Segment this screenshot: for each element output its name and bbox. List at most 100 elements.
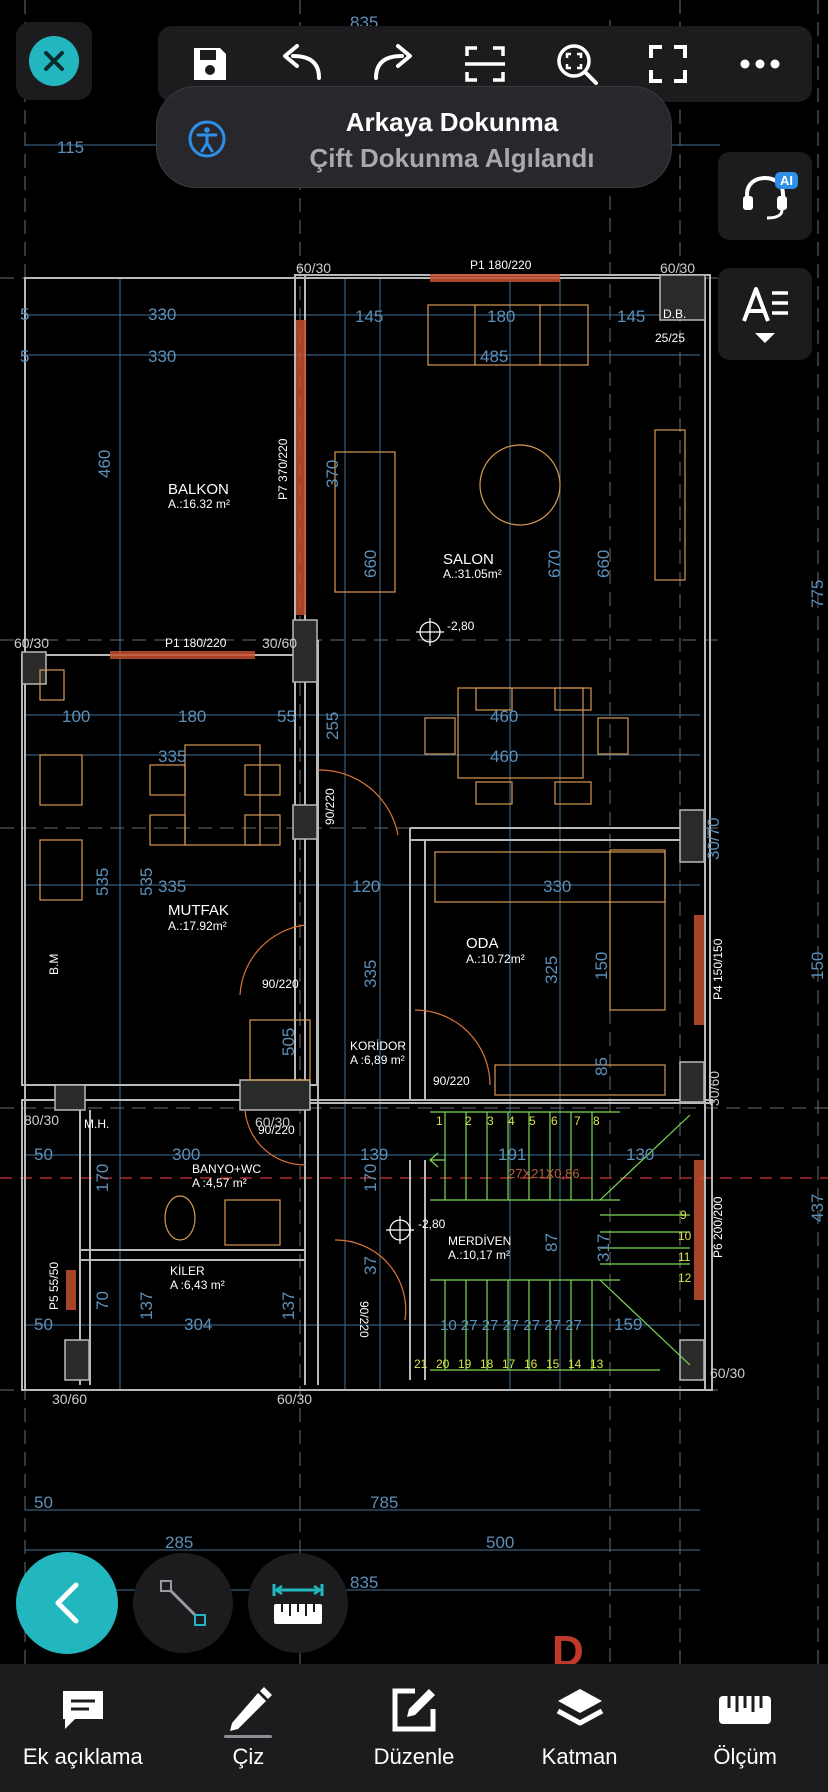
room-area-mutfak: A.:17.92m²	[168, 919, 227, 933]
step-number: 2	[465, 1114, 472, 1128]
tab-layers[interactable]: Katman	[500, 1680, 660, 1792]
room-name-banyo: BANYO+WC	[192, 1162, 261, 1176]
dim-text: 535	[137, 868, 156, 896]
dim-text: 30/60	[706, 1071, 722, 1106]
room-name-mutfak: MUTFAK	[168, 902, 229, 919]
dim-text: 535	[93, 868, 112, 896]
step-number: 19	[458, 1357, 472, 1371]
dim-text: 255	[323, 712, 342, 740]
room-area-banyo: A :4,57 m²	[192, 1176, 247, 1190]
more-button[interactable]	[725, 29, 795, 99]
dim-text: 285	[165, 1533, 193, 1552]
label-door-banyo: 90/220	[258, 1123, 295, 1137]
step-number: 18	[480, 1357, 494, 1371]
dimension-labels: 835 115 330 330 5 5 460 60/30 60/30 60/3…	[14, 13, 827, 1592]
dim-text: 660	[594, 550, 613, 578]
back-tap-toast: Arkaya Dokunma Çift Dokunma Algılandı	[156, 86, 672, 188]
room-name-oda: ODA	[466, 935, 499, 952]
dim-text: 180	[487, 307, 515, 326]
tab-draw[interactable]: Çiz	[168, 1680, 328, 1792]
dim-text: 145	[617, 307, 645, 326]
text-style-button[interactable]	[718, 268, 812, 360]
redo-button[interactable]	[358, 29, 428, 99]
dim-text: 130	[626, 1145, 654, 1164]
tab-annotation[interactable]: Ek açıklama	[3, 1680, 163, 1792]
room-area-balkon: A.:16.32 m²	[168, 497, 230, 511]
measure-tool-icon	[272, 1584, 324, 1624]
dim-text: 150	[808, 952, 827, 980]
dim-text: 70	[93, 1291, 112, 1310]
dim-text: 300	[172, 1145, 200, 1164]
dim-text: 139	[360, 1145, 388, 1164]
dim-text: 80/30	[24, 1112, 59, 1128]
dim-text: 60/30	[296, 260, 331, 276]
label-p1-top: P1 180/220	[470, 258, 532, 272]
tab-measure[interactable]: Ölçüm	[665, 1680, 825, 1792]
label-level-1: -2,80	[447, 619, 475, 633]
step-number: 6	[551, 1114, 558, 1128]
dim-text: 159	[614, 1315, 642, 1334]
back-button[interactable]	[16, 1552, 118, 1654]
furniture	[39, 304, 686, 1246]
step-number: 15	[546, 1357, 560, 1371]
room-name-salon: SALON	[443, 551, 494, 568]
label-p6: P6 200/200	[711, 1196, 725, 1258]
step-number: 11	[678, 1250, 691, 1264]
dim-text: 460	[95, 450, 114, 478]
bottom-tab-bar: Ek açıklama Çiz Düzenle Katman	[0, 1664, 828, 1792]
dim-text: 485	[480, 347, 508, 366]
dim-text: 335	[158, 877, 186, 896]
label-door-oda: 90/220	[433, 1074, 470, 1088]
undo-icon	[282, 44, 321, 80]
dim-text: 785	[370, 1493, 398, 1512]
doors	[239, 769, 491, 1321]
step-number: 9	[680, 1208, 687, 1222]
fullscreen-button[interactable]	[633, 29, 703, 99]
close-button[interactable]	[16, 22, 92, 100]
dim-text: 30/70	[704, 817, 723, 860]
dim-text: 460	[490, 747, 518, 766]
label-bm: B.M	[47, 954, 61, 975]
draw-underline	[224, 1735, 273, 1738]
layers-icon	[554, 1680, 606, 1740]
tab-label: Düzenle	[373, 1744, 455, 1769]
dim-text: 317	[594, 1234, 613, 1262]
step-number: 4	[508, 1114, 515, 1128]
dim-text: 10 27 27 27 27 27 27	[440, 1317, 582, 1334]
close-icon	[29, 36, 79, 86]
line-tool-button[interactable]	[133, 1553, 233, 1653]
dim-text: 660	[361, 550, 380, 578]
dim-text: 335	[361, 960, 380, 988]
tab-edit[interactable]: Düzenle	[334, 1680, 494, 1792]
tab-label: Ek açıklama	[22, 1744, 143, 1769]
dim-text: 60/30	[710, 1365, 745, 1381]
tab-label: Çiz	[232, 1744, 265, 1769]
dim-text: 120	[352, 877, 380, 896]
step-number: 7	[574, 1114, 581, 1128]
dim-text: 5	[20, 347, 29, 366]
dim-text: 180	[178, 707, 206, 726]
dim-text: 85	[592, 1057, 611, 1076]
dim-text: 835	[350, 1573, 378, 1592]
measure-tool-button[interactable]	[248, 1553, 348, 1653]
dim-text: 30/60	[52, 1391, 87, 1407]
toast-title: Arkaya Dokunma	[345, 107, 559, 137]
dim-text: 191	[498, 1145, 526, 1164]
zoom-fit-button[interactable]	[542, 29, 612, 99]
dim-text: 87	[542, 1233, 561, 1252]
line-tool-icon	[160, 1580, 206, 1626]
dim-text: 137	[137, 1292, 156, 1320]
label-door-kiler: 90/220	[357, 1301, 371, 1338]
scan-area-button[interactable]	[450, 29, 520, 99]
save-button[interactable]	[175, 29, 245, 99]
step-number: 16	[524, 1357, 538, 1371]
dim-text: 60/30	[660, 260, 695, 276]
step-number: 21	[414, 1357, 428, 1371]
step-number: 1	[436, 1114, 443, 1128]
ai-support-button[interactable]: AI	[718, 152, 812, 240]
dim-text: 100	[62, 707, 90, 726]
undo-button[interactable]	[267, 29, 337, 99]
label-p4: P4 150/150	[711, 938, 725, 1000]
pencil-icon	[222, 1680, 274, 1740]
